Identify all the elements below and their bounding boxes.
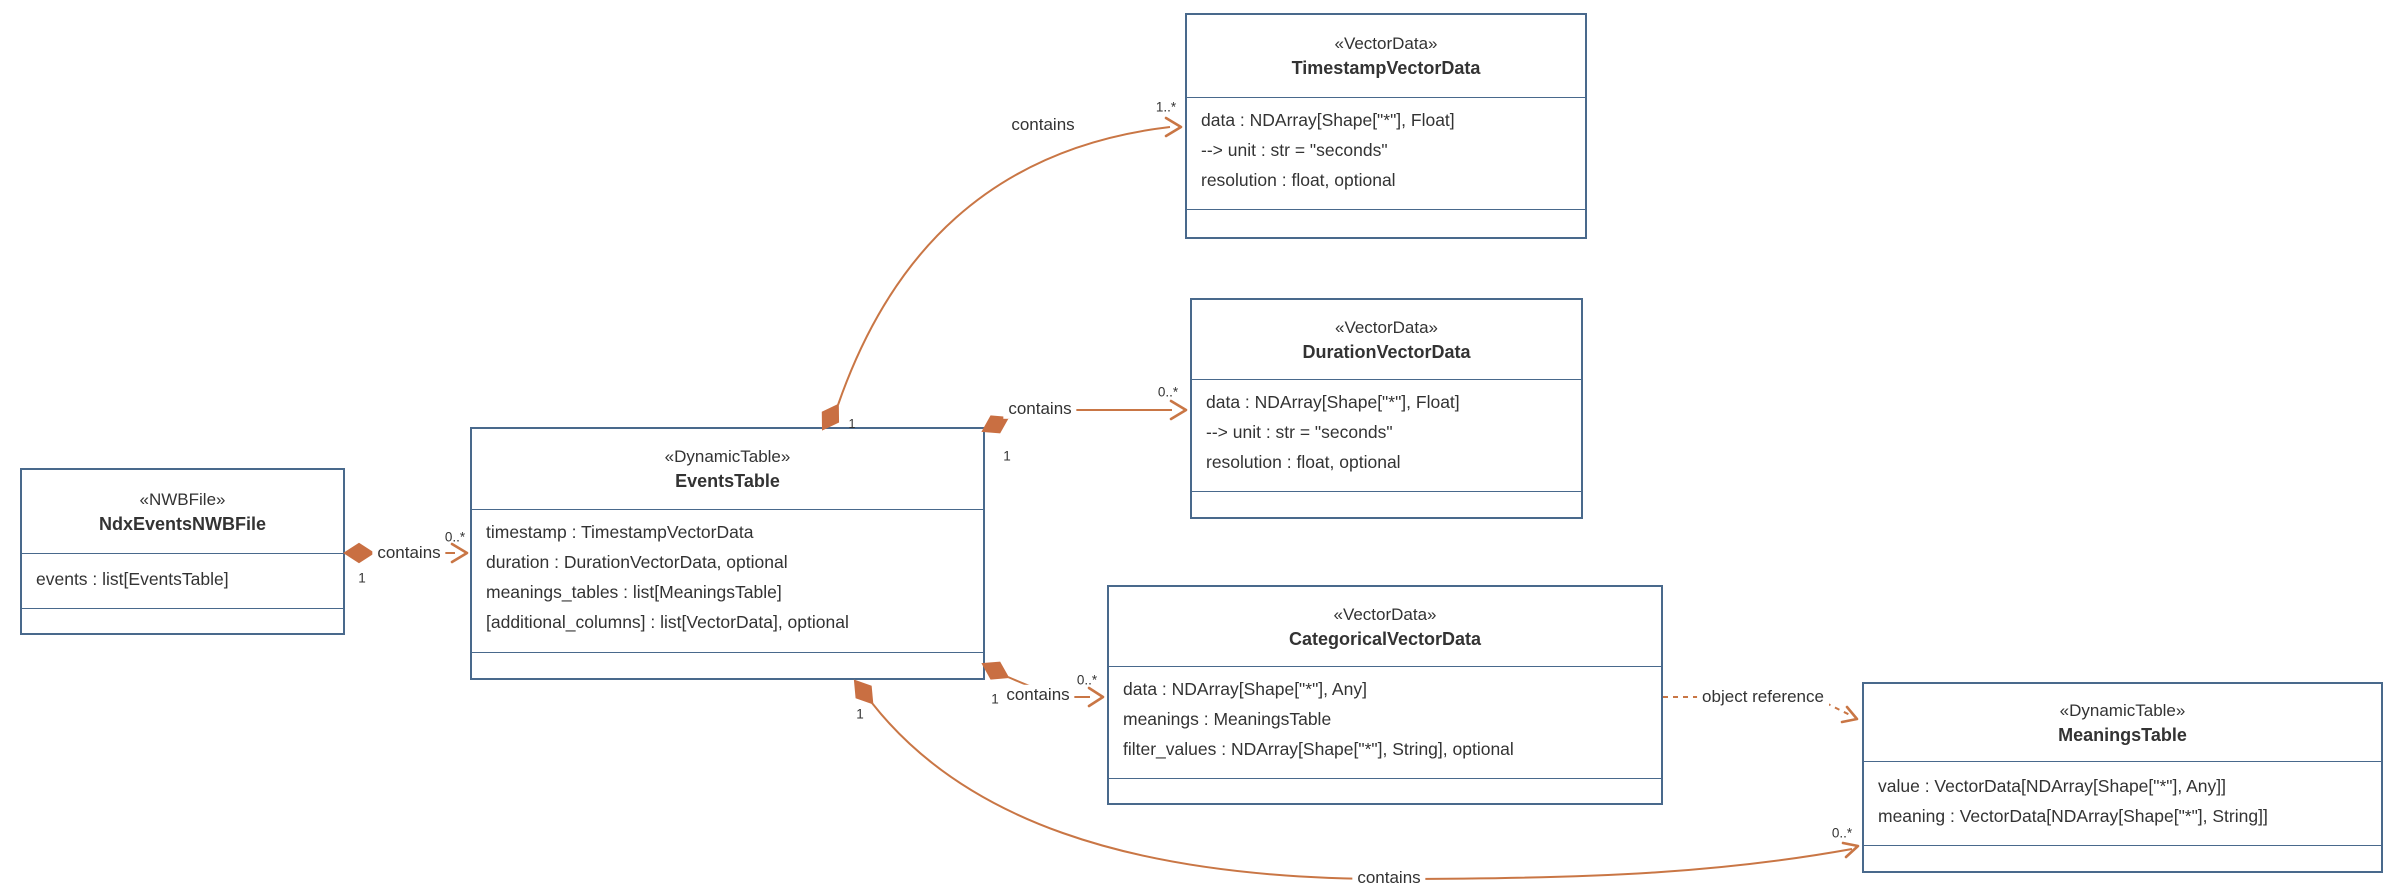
class-attribute: duration : DurationVectorData, optional [486, 552, 788, 572]
edge-label-contains: contains [1003, 398, 1077, 420]
class-footer-compartment [1192, 492, 1581, 517]
edge-source-multiplicity: 1 [1003, 448, 1011, 464]
class-attribute: meanings : MeaningsTable [1123, 709, 1332, 729]
arrowhead-icon [1840, 705, 1859, 724]
class-footer-compartment [472, 653, 983, 678]
class-header: «VectorData» DurationVectorData [1192, 300, 1581, 380]
class-header: «NWBFile» NdxEventsNWBFile [22, 470, 343, 554]
class-attribute: filter_values : NDArray[Shape["*"], Stri… [1123, 739, 1514, 759]
class-attributes: timestamp : TimestampVectorData duration… [472, 510, 983, 653]
class-footer-compartment [1187, 210, 1585, 237]
class-attributes: data : NDArray[Shape["*"], Any] meanings… [1109, 667, 1661, 779]
class-attribute: data : NDArray[Shape["*"], Any] [1123, 679, 1367, 699]
class-stereotype: «NWBFile» [139, 489, 226, 509]
class-duration-vector-data: «VectorData» DurationVectorData data : N… [1190, 298, 1583, 519]
class-header: «VectorData» TimestampVectorData [1187, 15, 1585, 98]
edge-label-contains: contains [1006, 114, 1080, 136]
arrowhead-icon [1087, 686, 1105, 708]
class-stereotype: «DynamicTable» [664, 447, 791, 466]
edge-target-multiplicity: 0..* [1076, 672, 1098, 688]
class-attribute: meaning : VectorData[NDArray[Shape["*"],… [1878, 806, 2268, 826]
class-attributes: data : NDArray[Shape["*"], Float] --> un… [1187, 98, 1585, 210]
class-footer-compartment [22, 609, 343, 633]
class-name: NdxEventsNWBFile [98, 513, 267, 534]
edge-label-contains: contains [372, 542, 446, 564]
arrowhead-icon [1841, 841, 1860, 859]
class-timestamp-vector-data: «VectorData» TimestampVectorData data : … [1185, 13, 1587, 239]
class-stereotype: «VectorData» [1334, 317, 1438, 337]
arrowhead-icon [450, 542, 469, 564]
class-attribute: data : NDArray[Shape["*"], Float] [1201, 110, 1455, 130]
edge-target-multiplicity: 1..* [1155, 99, 1177, 115]
edge-source-multiplicity: 1 [358, 570, 366, 586]
class-attribute: --> unit : str = "seconds" [1201, 140, 1388, 160]
class-attribute: resolution : float, optional [1206, 452, 1401, 472]
class-categorical-vector-data: «VectorData» CategoricalVectorData data … [1107, 585, 1663, 805]
class-footer-compartment [1864, 846, 2381, 871]
class-stereotype: «VectorData» [1334, 34, 1438, 53]
edge-label-contains: contains [1001, 684, 1075, 706]
class-attributes: value : VectorData[NDArray[Shape["*"], A… [1864, 762, 2381, 846]
edge-label-object-reference: object reference [1697, 686, 1829, 708]
class-name: DurationVectorData [1302, 341, 1471, 362]
class-attribute: --> unit : str = "seconds" [1206, 422, 1393, 442]
arrowhead-icon [1169, 399, 1188, 421]
class-attribute: timestamp : TimestampVectorData [486, 522, 754, 542]
class-header: «DynamicTable» MeaningsTable [1864, 684, 2381, 762]
class-ndx-events-nwb-file: «NWBFile» NdxEventsNWBFile events : list… [20, 468, 345, 635]
class-name: TimestampVectorData [1291, 58, 1481, 78]
class-attributes: events : list[EventsTable] [22, 554, 343, 609]
composition-diamond-icon [343, 542, 375, 564]
class-name: MeaningsTable [2058, 724, 2187, 745]
edge-source-multiplicity: 1 [991, 691, 999, 707]
class-attribute: meanings_tables : list[MeaningsTable] [486, 582, 782, 602]
class-attribute: value : VectorData[NDArray[Shape["*"], A… [1878, 776, 2227, 796]
class-attributes: data : NDArray[Shape["*"], Float] --> un… [1192, 380, 1581, 492]
class-name: CategoricalVectorData [1288, 628, 1482, 649]
composition-diamond-icon [853, 679, 874, 705]
class-events-table: «DynamicTable» EventsTable timestamp : T… [470, 427, 985, 680]
class-footer-compartment [1109, 779, 1661, 803]
edge-label-contains: contains [1352, 867, 1426, 889]
class-stereotype: «VectorData» [1333, 604, 1437, 624]
class-header: «VectorData» CategoricalVectorData [1109, 587, 1661, 667]
class-attribute: resolution : float, optional [1201, 170, 1396, 190]
class-meanings-table: «DynamicTable» MeaningsTable value : Vec… [1862, 682, 2383, 873]
class-attribute: [additional_columns] : list[VectorData],… [486, 612, 849, 632]
class-name: EventsTable [675, 471, 780, 491]
class-attribute: data : NDArray[Shape["*"], Float] [1206, 392, 1460, 412]
edge-target-multiplicity: 0..* [1157, 384, 1179, 400]
edge-eventstable-contains-timestampvectordata [821, 116, 1183, 431]
edge-target-multiplicity: 0..* [1831, 825, 1853, 841]
arrowhead-icon [1164, 116, 1183, 138]
edge-source-multiplicity: 1 [848, 416, 856, 431]
class-stereotype: «DynamicTable» [2059, 700, 2186, 720]
edge-target-multiplicity: 0..* [444, 529, 466, 545]
edge-source-multiplicity: 1 [856, 706, 864, 722]
class-attribute: events : list[EventsTable] [36, 569, 229, 589]
class-header: «DynamicTable» EventsTable [472, 429, 983, 510]
